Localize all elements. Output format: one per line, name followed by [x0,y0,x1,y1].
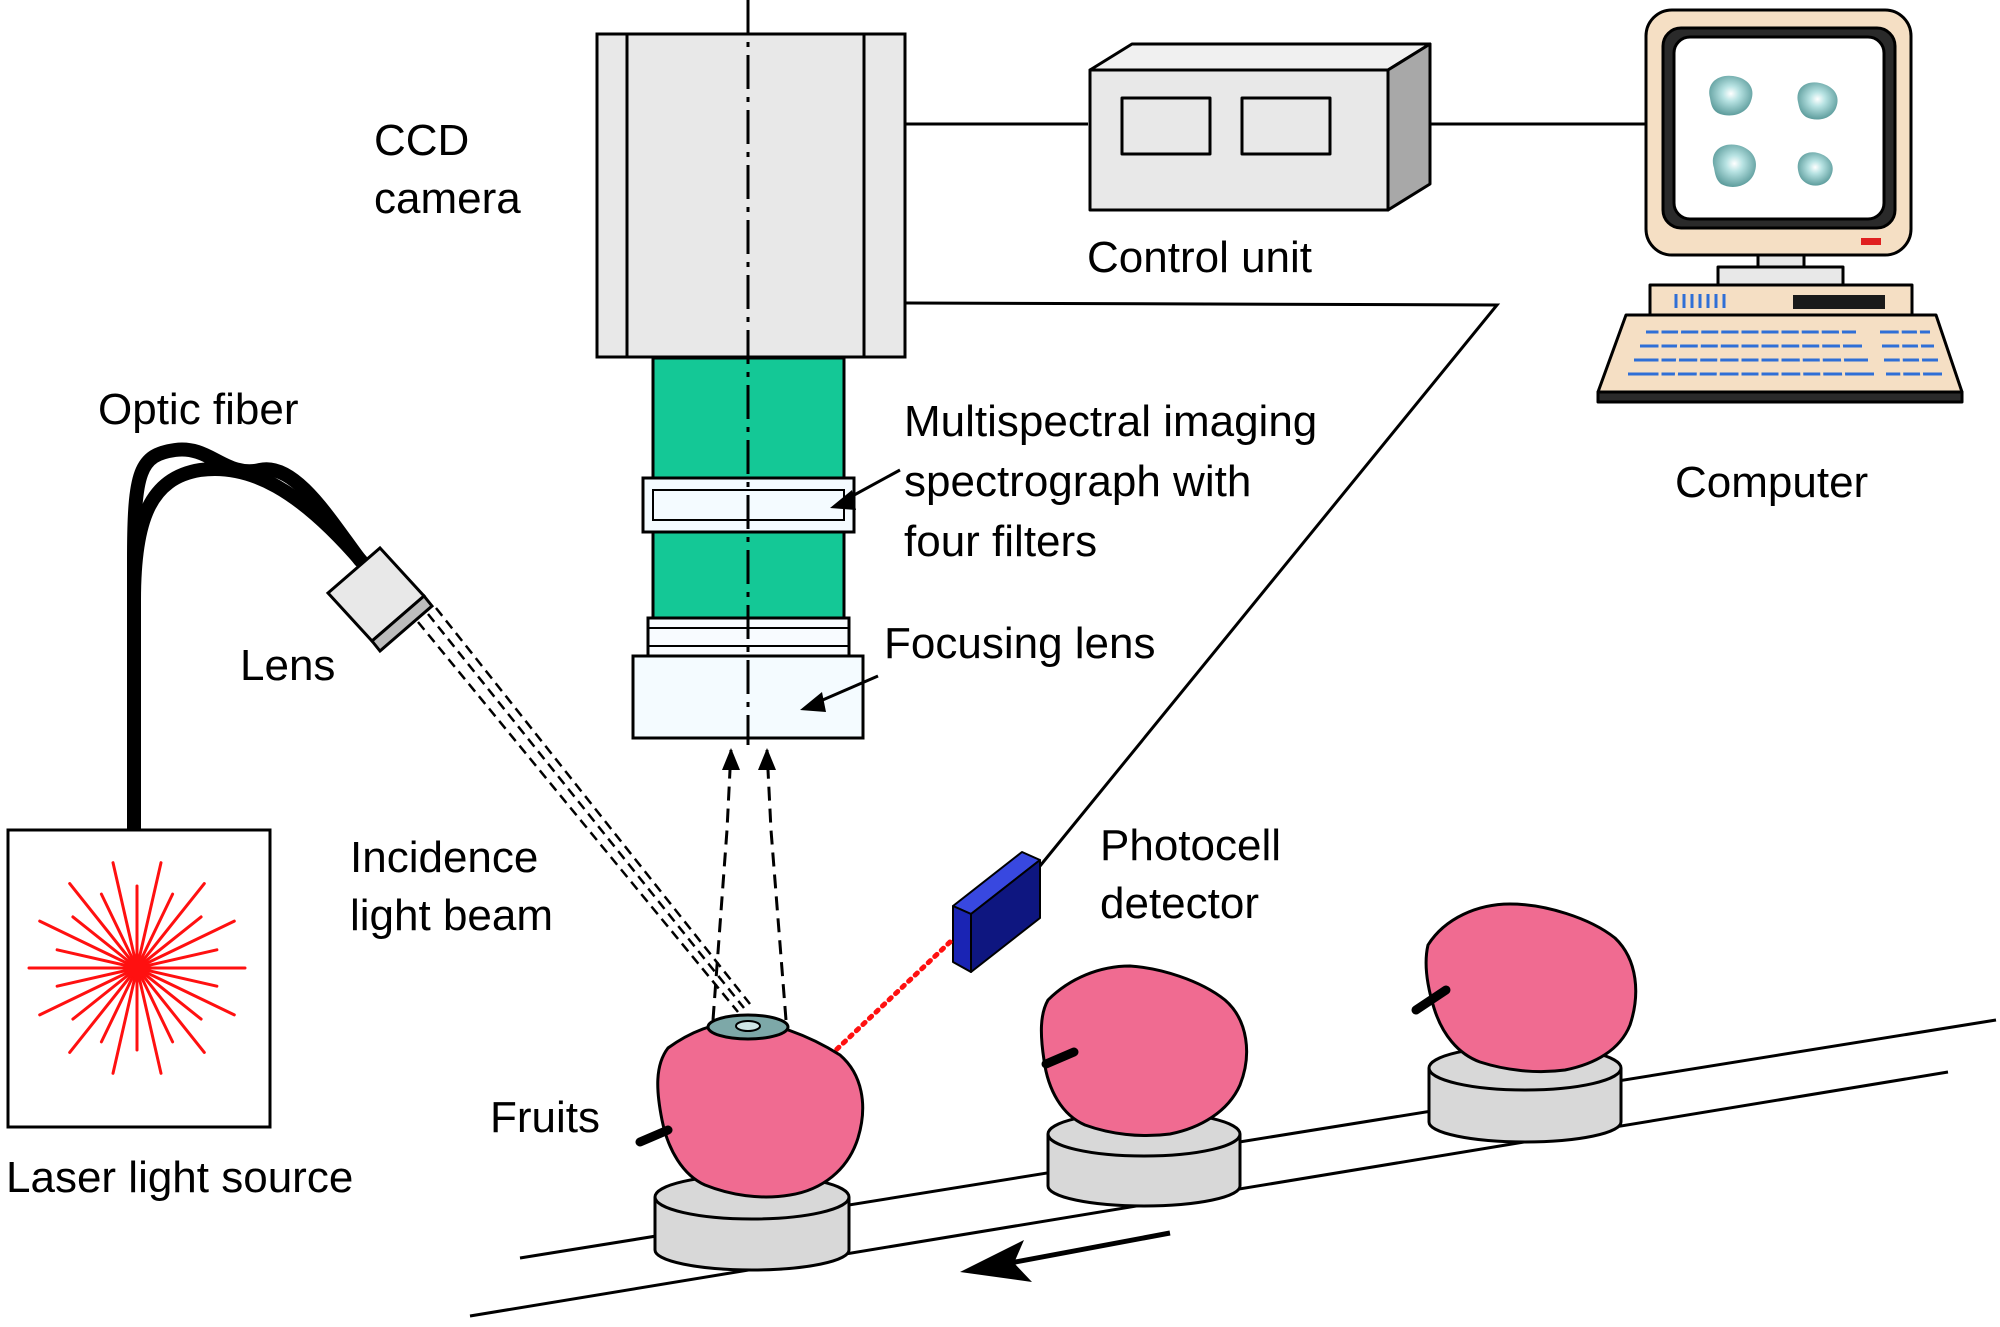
label-fruits: Fruits [490,1093,600,1142]
starburst-ray [99,892,136,965]
label-photocell: Photocell [1100,821,1281,870]
label-lens: Lens [240,641,335,690]
starburst-ray [140,969,236,1017]
starburst-icon [27,861,247,1075]
reflected-rays [711,749,788,1021]
control-unit-display-right [1240,96,1332,156]
starburst-ray [139,882,206,965]
photocell-beam [833,939,953,1053]
arrow-left-icon [960,1230,1171,1282]
cables [905,122,1646,867]
label-ccd: CCD [374,116,469,165]
fruit-1 [635,1013,865,1272]
label-optic-fiber: Optic fiber [98,385,299,434]
starburst-ray [38,919,134,967]
photocell-cable [905,301,1501,867]
laser-light-source [6,828,272,1129]
incidence-beam [417,607,751,1013]
keyboard-keys [1628,330,1942,376]
monitor-screen [1672,35,1886,221]
label-control-unit: Control unit [1087,233,1312,282]
label-spectrograph-line-2: spectrograph with [904,457,1251,506]
label-computer: Computer [1675,458,1868,507]
label-incidence: Incidence [350,833,538,882]
focusing-lens-pointer [800,674,879,712]
ccd-camera [595,32,907,359]
starburst-ray [140,915,203,966]
computer [1596,8,1964,404]
power-indicator [1861,238,1881,245]
label-light-beam: light beam [350,891,553,940]
starburst-ray [111,861,138,964]
control-unit [1088,42,1432,212]
label-spectrograph-line-3: four filters [904,517,1097,566]
monitor-stand [1716,265,1845,287]
starburst-ray [71,915,134,966]
starburst-ray [140,970,203,1021]
label-detector: detector [1100,879,1259,928]
label-camera: camera [374,174,521,223]
starburst-ray [68,971,135,1054]
starburst-ray [138,892,175,965]
photocell-detector [952,851,1041,973]
label-spectrograph-line-1: Multispectral imaging [904,397,1317,446]
disk-drive [1793,295,1885,309]
screen-spots [1709,75,1838,187]
starburst-ray [55,967,133,988]
computer-base [1648,283,1914,317]
spectrograph-pointer [830,468,901,510]
label-laser-source: Laser light source [6,1153,353,1202]
starburst-ray [139,971,206,1054]
starburst-ray [141,967,219,988]
labels: CCD camera Control unit Computer Optic f… [6,116,1868,1202]
starburst-ray [38,969,134,1017]
ray-arrowhead-right [758,748,776,770]
starburst-ray [141,948,219,969]
starburst-ray [140,919,236,967]
starburst-ray [55,948,133,969]
starburst-ray [71,970,134,1021]
ray-arrowhead-left [722,748,740,770]
starburst-ray [136,972,163,1075]
control-unit-display-left [1120,96,1212,156]
starburst-ray [138,971,175,1044]
starburst-ray [68,882,135,965]
fruit-3 [1411,902,1638,1144]
fruit-2 [1039,964,1249,1208]
optic-fiber [127,442,367,837]
starburst-ray [136,861,163,964]
starburst-ray [111,972,138,1075]
label-focusing-lens: Focusing lens [884,619,1155,668]
starburst-core [127,958,147,978]
starburst-ray [99,971,136,1044]
